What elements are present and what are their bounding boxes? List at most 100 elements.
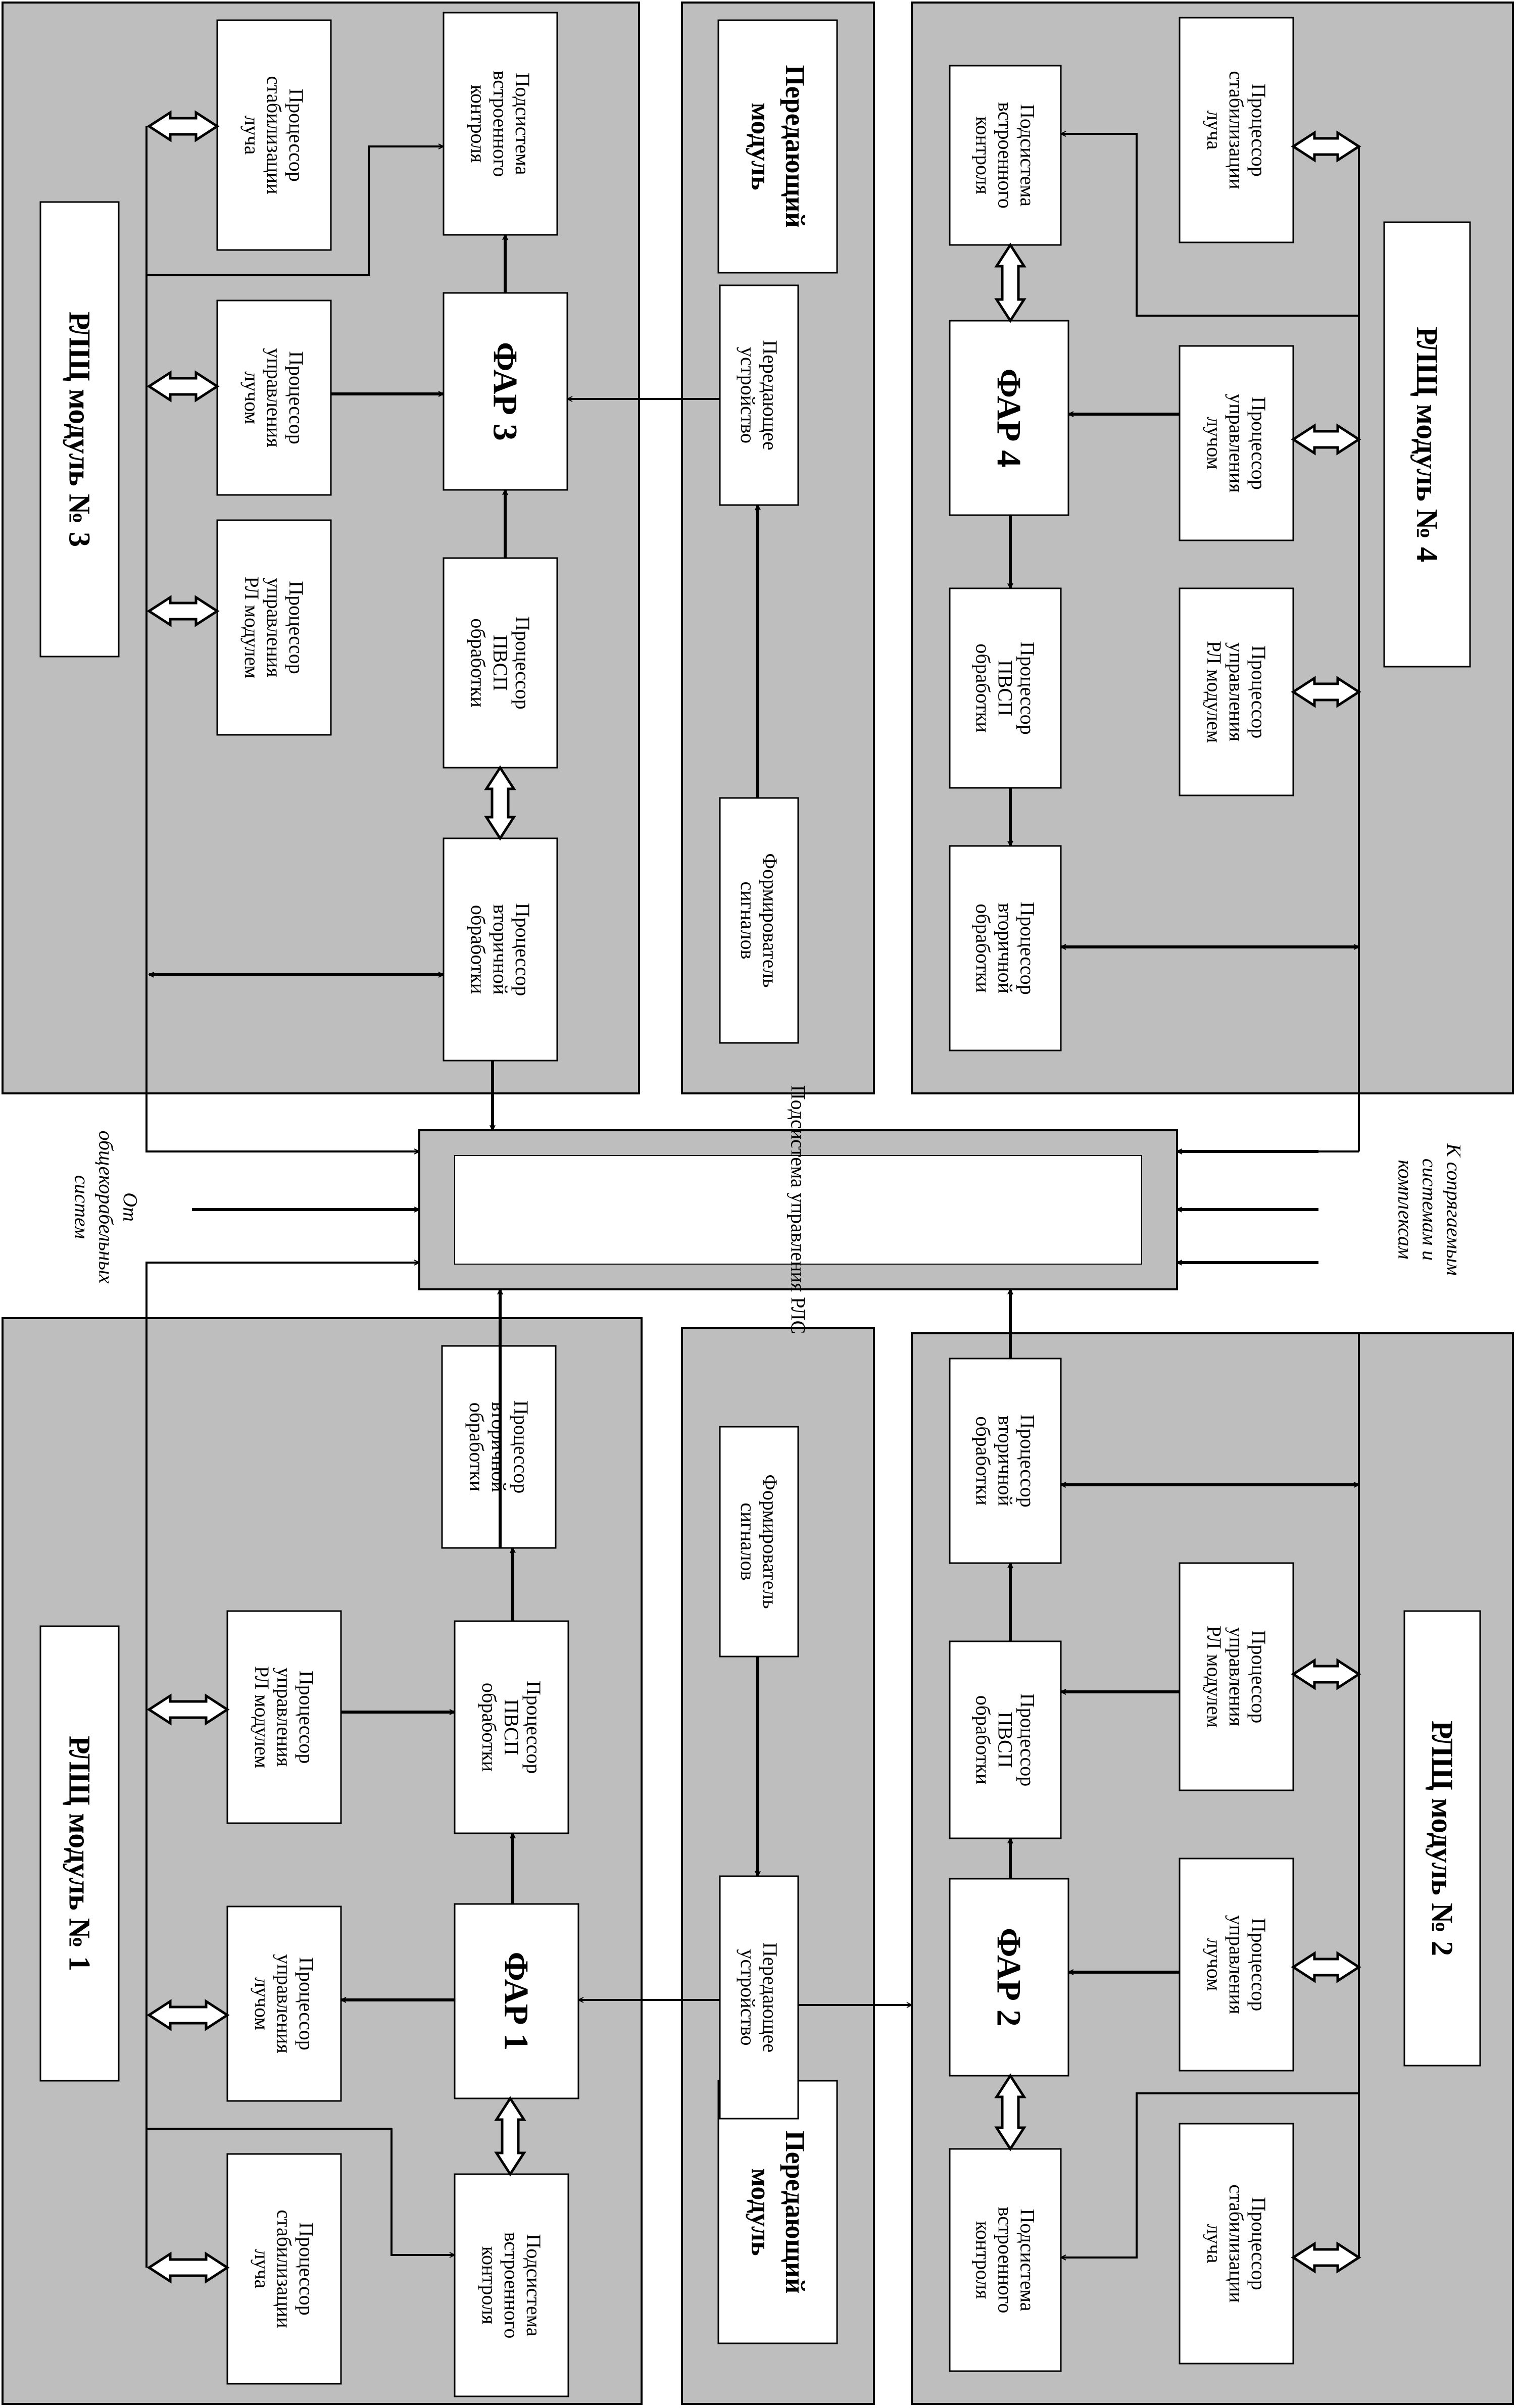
m4-beam-control-processor — [1179, 345, 1294, 541]
m1-bitc-subsystem-label-line-2: встроенного — [500, 2232, 523, 2339]
m1-secondary-processor-label-line-1: Процессор — [510, 1400, 532, 1494]
module-2-title-label: РЛЩ модуль № 2 — [1426, 1721, 1459, 1956]
m3-rl-module-processor-label-line-3: РЛ модулем — [240, 576, 263, 678]
m4-arrow-rlm — [1291, 676, 1361, 708]
m2-pvsp-processor-label-line-2: ПВСП — [994, 1712, 1017, 1768]
m2-pvsp-processor-label-line-3: обработки — [972, 1695, 995, 1784]
m3-stabilization-processor-label-line-1: Процессор — [285, 88, 308, 182]
m4-pvsp-processor — [949, 587, 1062, 789]
m3-arrow-rlm — [146, 595, 220, 627]
m1-beam-control-processor — [226, 1905, 342, 2102]
module-2-title — [1403, 1610, 1481, 2067]
m3-far-label-text: ФАР 3 — [486, 342, 525, 441]
m2-stabilization-processor-label-line-1: Процессор — [1247, 2197, 1270, 2290]
m2-far-label-text: ФАР 2 — [990, 1928, 1029, 2027]
m2-far-label: ФАР 2 — [990, 1928, 1029, 2027]
m2-stabilization-processor — [1179, 2123, 1294, 2365]
m2-arrow-rlm — [1291, 1658, 1361, 1690]
m2-rl-module-processor — [1179, 1562, 1294, 1791]
m3-bitc-subsystem-label-line-1: Подсистема — [511, 72, 534, 175]
m3-beam-control-processor-label-line-3: лучом — [240, 371, 263, 424]
external-to-label-line-1: К сопрягаемым — [1443, 1143, 1465, 1276]
tx-bottom-title — [717, 2080, 838, 2344]
m3-line-bitc — [146, 146, 444, 276]
m3-beam-control-processor-label-line-1: Процессор — [285, 351, 308, 444]
m2-stabilization-processor-label-line-3: луча — [1203, 2224, 1226, 2264]
m1-rl-module-processor-label-line-3: РЛ модулем — [251, 1666, 273, 1768]
m2-bitc-subsystem-label-line-3: контроля — [972, 2221, 995, 2299]
module-1-title — [39, 1625, 120, 2082]
m1-pvsp-processor-label-line-1: Процессор — [522, 1681, 545, 1774]
tx-top-former-label-line-2: сигналов — [737, 882, 759, 960]
m1-rl-module-processor-label-line-2: управления — [273, 1668, 296, 1767]
m1-bus — [145, 1263, 419, 2268]
external-to-label-line-2: системам и — [1419, 1159, 1441, 1261]
m4-secondary-processor-label-line-2: вторичной — [994, 903, 1017, 993]
m3-pvsp-processor-label-line-1: Процессор — [511, 616, 534, 710]
m2-pvsp-processor-label-line-1: Процессор — [1016, 1693, 1039, 1787]
m4-beam-control-processor-label-line-3: лучом — [1203, 417, 1226, 470]
tx-bottom-title-label-line-2: модуль — [746, 2168, 776, 2255]
m2-arrow-far-bitc — [994, 2073, 1026, 2151]
m3-rl-module-processor-label-line-2: управления — [263, 578, 285, 677]
module-3-title-label: РЛЩ модуль № 3 — [63, 312, 96, 547]
m1-pvsp-processor-label-line-3: обработки — [478, 1683, 501, 1772]
tx-top-title-label-line-1: Передающий — [780, 65, 810, 228]
m2-pvsp-processor — [949, 1640, 1062, 1839]
module-4-title — [1383, 221, 1471, 668]
m2-beam-control-processor — [1179, 1858, 1294, 2072]
m1-arrow-far-bitc — [494, 2096, 526, 2177]
m1-far — [454, 1903, 579, 2099]
tx-bottom-transmitter — [719, 1875, 799, 2120]
tx-bottom-title-label-line-1: Передающий — [780, 2131, 810, 2294]
external-from-label-line-3: систем — [71, 1175, 93, 1239]
m1-arrow-stab — [146, 2251, 230, 2284]
m4-stabilization-processor-label-line-1: Процессор — [1247, 83, 1270, 177]
m2-beam-control-processor-label-line-2: управления — [1225, 1915, 1248, 2014]
m3-secondary-processor — [443, 837, 558, 1062]
tx-top-transmitter-label-line-1: Передающее — [759, 340, 781, 450]
m1-beam-control-processor-label-line-3: лучом — [251, 1977, 273, 2030]
tx-top-former-label-line-1: Формирователь — [759, 853, 781, 987]
tx-bottom-transmitter-label-line-1: Передающее — [759, 1942, 781, 2052]
m2-line-bitc — [1061, 2092, 1359, 2258]
m3-arrow-stab — [146, 110, 220, 142]
m3-secondary-processor-label-line-1: Процессор — [511, 903, 534, 996]
m4-far-label-text: ФАР 4 — [990, 369, 1029, 468]
m4-arrow-bitc-far — [994, 242, 1026, 323]
m4-pvsp-processor-label-line-2: ПВСП — [994, 660, 1017, 716]
m4-line-bitc — [1061, 134, 1359, 317]
external-from-label-line-1: От — [119, 1192, 142, 1222]
m2-rl-module-processor-label-line-3: РЛ модулем — [1203, 1626, 1226, 1728]
tx-bottom-former-label-line-1: Формирователь — [759, 1474, 781, 1609]
m1-arrow-rlm — [146, 1693, 230, 1726]
module-2-title-label-text: РЛЩ модуль № 2 — [1426, 1721, 1459, 1956]
m2-secondary-processor-label-line-2: вторичной — [994, 1416, 1017, 1506]
m1-stabilization-processor-label-line-3: луча — [251, 2249, 273, 2289]
m1-bitc-subsystem — [454, 2173, 569, 2397]
m4-beam-control-processor-label-line-2: управления — [1225, 393, 1248, 492]
m1-beam-control-processor-label-line-2: управления — [273, 1954, 296, 2053]
m2-secondary-processor — [949, 1358, 1062, 1564]
m3-bus — [145, 126, 419, 1151]
module-4-title-label: РЛЩ модуль № 4 — [1410, 327, 1444, 562]
m2-far — [949, 1878, 1069, 2077]
m3-stabilization-processor-label-line-2: стабилизации — [263, 76, 285, 194]
m1-rl-module-processor-label-line-1: Процессор — [295, 1671, 318, 1764]
